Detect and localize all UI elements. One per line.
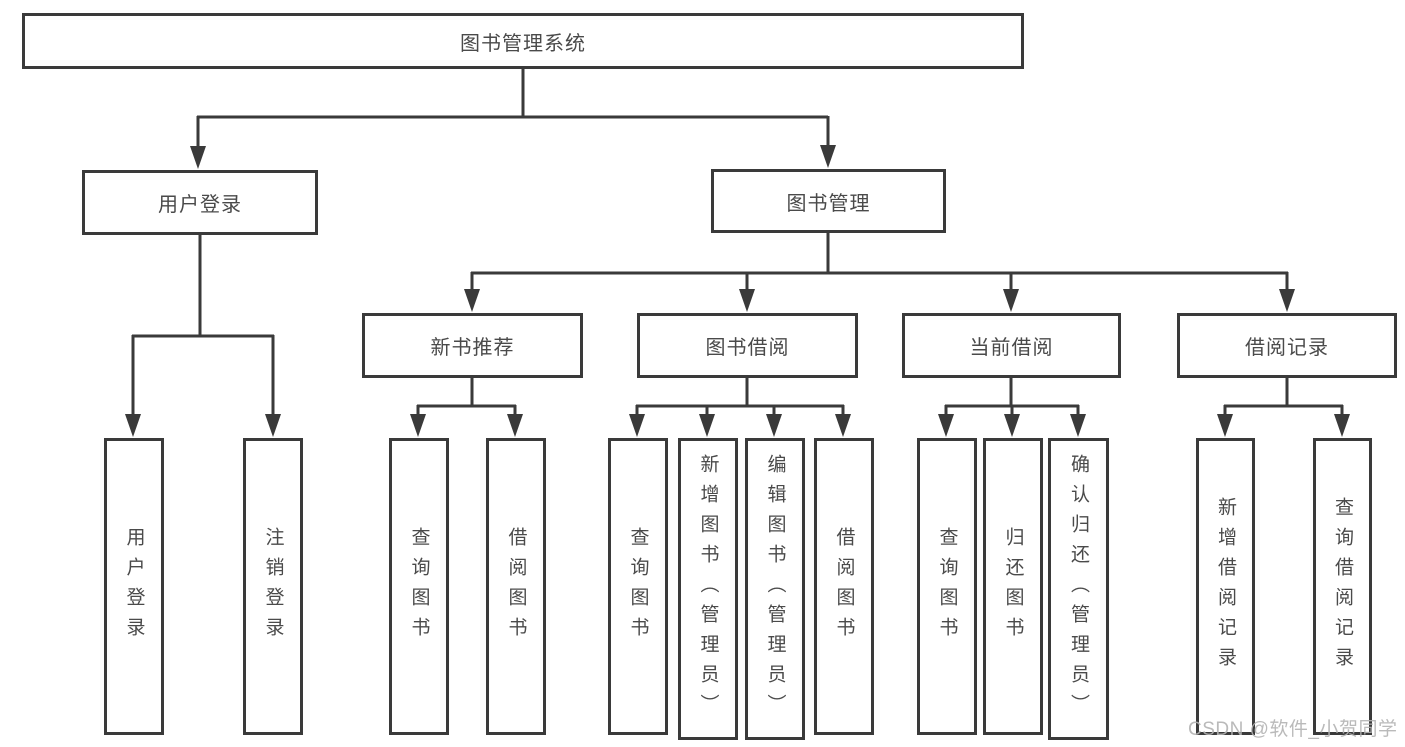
node-root-system: 图书管理系统 (22, 13, 1024, 69)
node-current-borrowing: 当前借阅 (902, 313, 1121, 378)
leaf-borrowing-borrow-books: 借阅图书 (814, 438, 874, 735)
leaf-current-query-books: 查询图书 (917, 438, 977, 735)
leaf-confirm-return-admin-label: 确认归还（管理员） (1068, 454, 1089, 724)
leaf-borrowing-borrow-books-label: 借阅图书 (833, 526, 855, 647)
node-current-borrowing-label: 当前借阅 (969, 337, 1054, 359)
leaf-borrowing-query-books-label: 查询图书 (627, 526, 649, 647)
leaf-edit-books-admin-label: 编辑图书（管理员） (764, 454, 786, 724)
node-user-login-label: 用户登录 (158, 194, 242, 216)
leaf-user-login-label: 用户登录 (123, 526, 145, 647)
node-user-login: 用户登录 (82, 170, 318, 235)
node-book-management: 图书管理 (711, 169, 946, 233)
leaf-query-borrow-record-label: 查询借阅记录 (1332, 496, 1353, 677)
csdn-watermark: CSDN @软件_小贺同学 (1188, 719, 1398, 740)
leaf-logout-label: 注销登录 (262, 526, 284, 647)
leaf-current-query-books-label: 查询图书 (936, 526, 958, 647)
leaf-confirm-return-admin: 确认归还（管理员） (1048, 438, 1109, 740)
arrowheads (125, 145, 1350, 437)
leaf-user-login: 用户登录 (104, 438, 164, 735)
leaf-add-borrow-record: 新增借阅记录 (1196, 438, 1255, 735)
leaf-recommend-query-books: 查询图书 (389, 438, 449, 735)
node-new-book-recommend: 新书推荐 (362, 313, 583, 378)
leaf-return-books-label: 归还图书 (1002, 526, 1024, 647)
node-book-borrowing-label: 图书借阅 (705, 337, 790, 359)
leaf-edit-books-admin: 编辑图书（管理员） (745, 438, 805, 740)
node-book-borrowing: 图书借阅 (637, 313, 858, 378)
leaf-recommend-query-books-label: 查询图书 (408, 526, 430, 647)
node-book-management-label: 图书管理 (786, 192, 871, 215)
node-borrowing-records-label: 借阅记录 (1245, 337, 1329, 359)
leaf-add-borrow-record-label: 新增借阅记录 (1215, 496, 1236, 677)
node-new-book-recommend-label: 新书推荐 (430, 337, 515, 359)
leaf-add-books-admin: 新增图书（管理员） (678, 438, 738, 740)
node-borrowing-records: 借阅记录 (1177, 313, 1397, 378)
leaf-add-books-admin-label: 新增图书（管理员） (697, 454, 719, 724)
leaf-return-books: 归还图书 (983, 438, 1043, 735)
leaf-logout: 注销登录 (243, 438, 303, 735)
leaf-recommend-borrow-books: 借阅图书 (486, 438, 546, 735)
node-root-system-label: 图书管理系统 (460, 32, 586, 55)
leaf-query-borrow-record: 查询借阅记录 (1313, 438, 1372, 735)
leaf-borrowing-query-books: 查询图书 (608, 438, 668, 735)
leaf-recommend-borrow-books-label: 借阅图书 (505, 526, 527, 647)
